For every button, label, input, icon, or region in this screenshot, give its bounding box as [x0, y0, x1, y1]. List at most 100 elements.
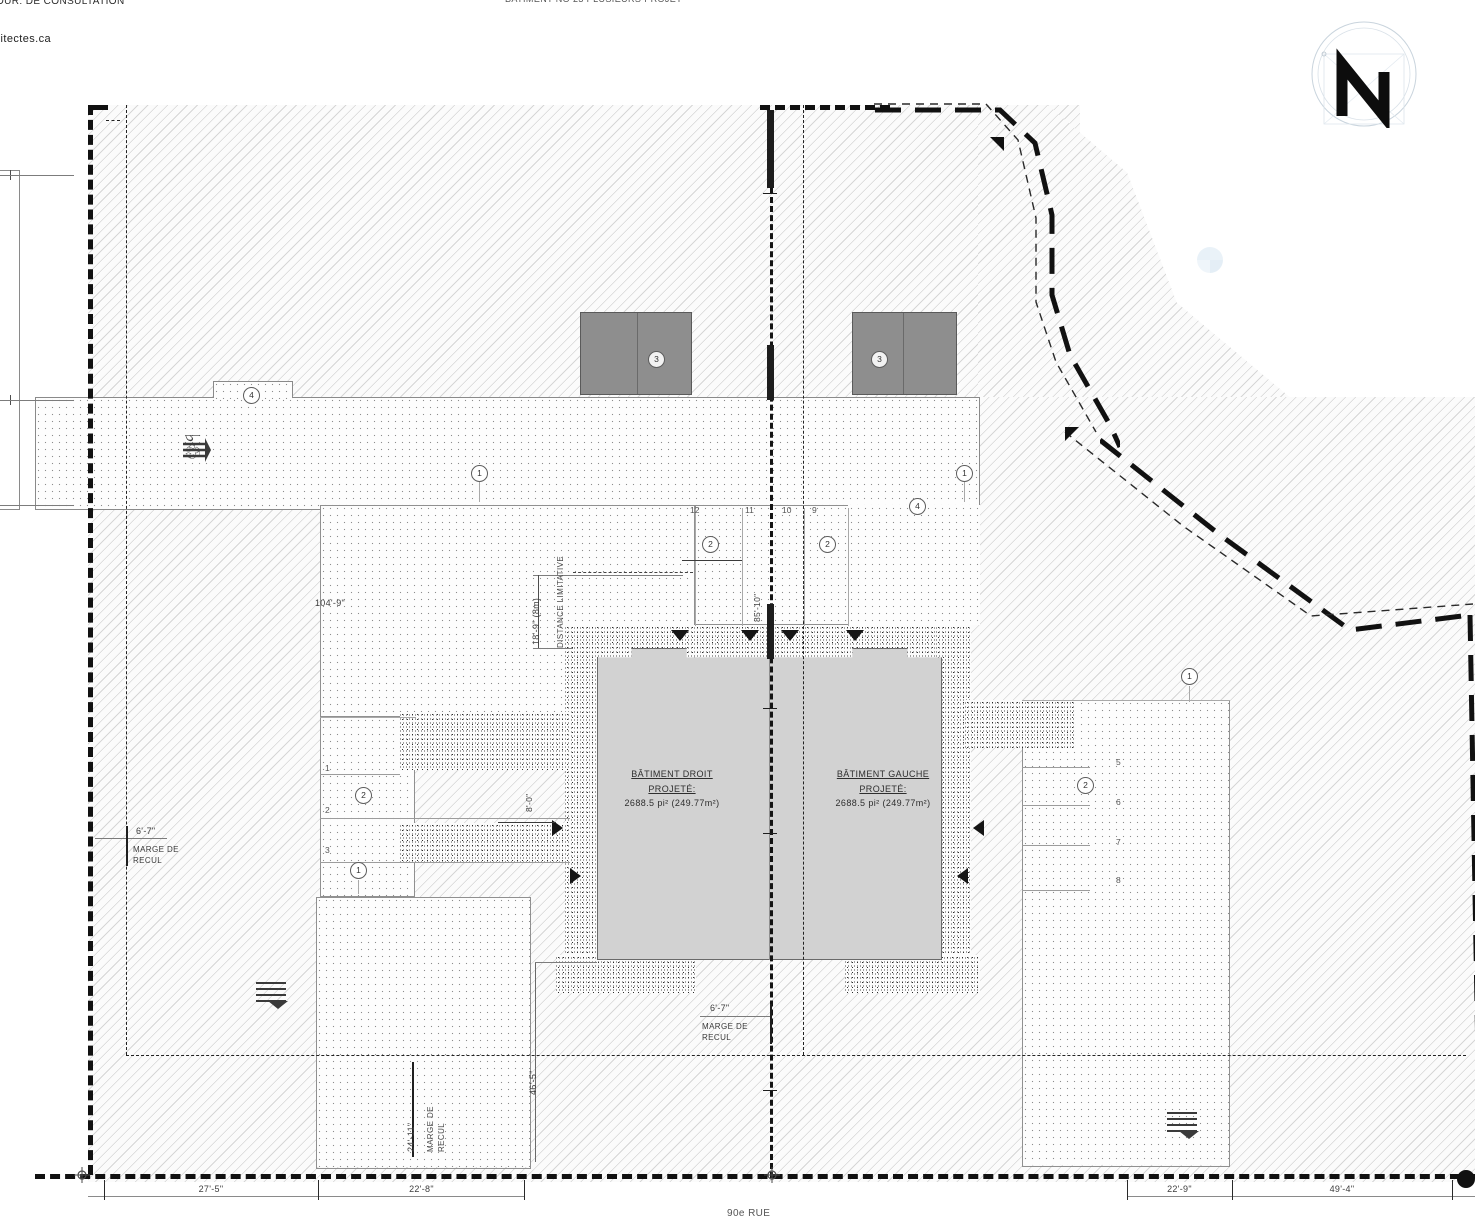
corner-mark-northeast [988, 135, 1006, 158]
dim-ext-distlim-bot [533, 648, 573, 649]
key-tag-3-garage-right[interactable]: 3 [648, 351, 665, 368]
stall-number: 2 [325, 805, 330, 815]
party-wall-line [769, 650, 770, 960]
dim-ext-marge-bottom [700, 1016, 772, 1017]
key-tag-1-north-left[interactable]: 1 [471, 465, 488, 482]
ref-line [498, 822, 556, 823]
dim-tick [318, 1180, 319, 1200]
stall-number: 5 [1116, 757, 1121, 767]
road-centreline-tick-a [763, 193, 777, 194]
parking-field-right [1022, 700, 1230, 1165]
gravel-band-west [565, 625, 600, 970]
distance-limitative-dim: 18'-9" (8m) [531, 597, 541, 645]
dim-tick [1232, 1180, 1233, 1200]
accessible-parking-icon-left [252, 975, 296, 1014]
key-tag-1-west[interactable]: 1 [350, 862, 367, 879]
road-centreline-tick-c [763, 833, 777, 834]
building-right-name: BÂTIMENT DROIT [631, 769, 713, 779]
entry-arrow-right [570, 868, 581, 884]
corner-mark-southwest [72, 1165, 92, 1190]
parking-field-centre-lower [848, 505, 980, 625]
dim-tick [770, 1004, 772, 1044]
entry-arrow-left [973, 820, 984, 836]
marge-recul-bl-label-l2: RECUL [437, 1122, 446, 1152]
gravel-patch-west-walk [400, 712, 570, 770]
parking-field-left-lower [320, 717, 415, 897]
bottom-dim-2: 22'-8" [409, 1184, 434, 1194]
property-line-south [35, 1174, 1475, 1179]
key-tag-2-centre-right[interactable]: 2 [819, 536, 836, 553]
accessible-parking-icon-right [1163, 1105, 1207, 1144]
key-tag-4-east[interactable]: 4 [909, 498, 926, 515]
key-tag-1-east[interactable]: 1 [1181, 668, 1198, 685]
key-tag-3-garage-left[interactable]: 3 [871, 351, 888, 368]
driveway-notch-left-outline [213, 381, 293, 398]
key-tag-1-north-right[interactable]: 1 [956, 465, 973, 482]
centre-bar-building [767, 604, 774, 659]
entry-arrow-down [846, 630, 864, 641]
tag-leader [1189, 686, 1190, 702]
entry-arrow-down [671, 630, 689, 641]
bottom-dim-3: 22'-9" [1167, 1184, 1192, 1194]
building-left-status: PROJETÉ: [859, 784, 907, 794]
key-tag-2-west[interactable]: 2 [355, 787, 372, 804]
gravel-patch-east-walk [965, 700, 1075, 748]
stall-stripe-v [848, 508, 849, 626]
key-tag-4-north[interactable]: 4 [243, 387, 260, 404]
stall-stripe-v [804, 508, 805, 626]
dim-ext-marge-left [95, 838, 167, 839]
key-tag-2-centre-left[interactable]: 2 [702, 536, 719, 553]
dim-ext-left-a [0, 175, 74, 176]
gravel-patch-west-walk2 [400, 823, 570, 863]
setback-line-north-left [106, 120, 120, 121]
gravel-band-south-left [556, 955, 696, 993]
gravel-band-south-right [845, 955, 980, 993]
stall-number: 12 [690, 505, 700, 515]
ref-line [682, 560, 742, 561]
lot-surface-upper [88, 105, 978, 397]
building-left-area: 2688.5 pi² (249.77m²) [835, 798, 931, 808]
stall-number: 11 [745, 505, 754, 515]
stall-number: 3 [325, 845, 330, 855]
stall-number: 1 [325, 763, 330, 773]
marge-recul-bottom-label-l2: RECUL [702, 1033, 732, 1042]
stall-stripe [320, 862, 570, 863]
marge-recul-bottom-dim: 6'-7" [710, 1003, 730, 1013]
entry-arrow-down [741, 630, 759, 641]
left-edge-dim-frame [0, 170, 20, 510]
corner-mark-east [1063, 425, 1081, 448]
ref-line [1022, 700, 1230, 701]
dim-tick [1452, 1180, 1453, 1200]
setback-line-south [126, 1055, 1466, 1056]
cadastral-offset-line [860, 100, 1120, 470]
building-width-dim: 104'-9" [315, 598, 346, 608]
parking-field-left [320, 505, 695, 717]
garage-box-left-divider [903, 313, 904, 394]
bottom-dim-1: 27'-5" [198, 1184, 224, 1194]
dim-ext-marge-bl [412, 1062, 414, 1157]
tag-leader [358, 880, 359, 894]
stall-number: 7 [1116, 837, 1121, 847]
marge-recul-left-dim: 6'-7" [136, 826, 156, 836]
ref-line [320, 717, 416, 718]
stall-stripe [1022, 890, 1090, 891]
key-tag-2-east[interactable]: 2 [1077, 777, 1094, 794]
stall-stripe [1022, 845, 1090, 846]
dim-tick [126, 826, 128, 866]
building-left-name: BÂTIMENT GAUCHE [836, 769, 930, 779]
marge-recul-left-label-l1: MARGE DE [133, 845, 179, 854]
road-centreline-tick-d [763, 1090, 777, 1091]
dim-ext-left-b [0, 400, 74, 401]
centre-bar-top [767, 110, 774, 188]
dim-ext-left-c [0, 505, 74, 506]
parking-field-centre-top [695, 505, 865, 625]
garage-box-left [852, 312, 957, 395]
property-line-west [88, 105, 93, 1175]
stall-stripe [1022, 805, 1090, 806]
stall-number: 8 [1116, 875, 1121, 885]
side-dim: 8'-0" [524, 793, 534, 812]
stall-number: 9 [812, 505, 817, 515]
entry-arrow-down [781, 630, 799, 641]
bottom-dim-line-left [88, 1196, 525, 1197]
centre-dim: 85'-10" [752, 593, 762, 622]
